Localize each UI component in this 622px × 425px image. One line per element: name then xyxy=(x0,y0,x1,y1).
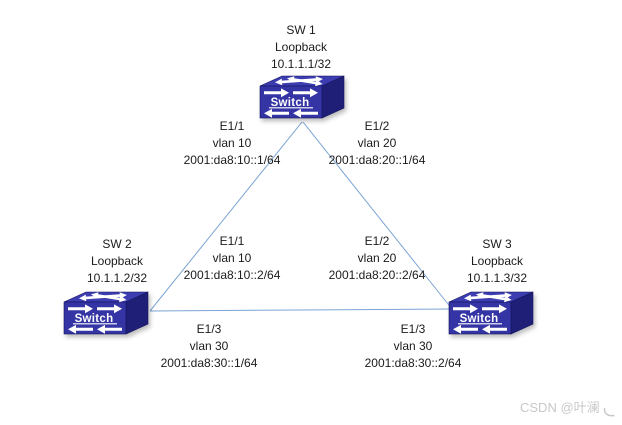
switch-icon-sw2: Switch xyxy=(63,290,149,335)
interface-ipv6: 2001:da8:30::1/64 xyxy=(160,356,258,370)
node-loopback-title: Loopback xyxy=(274,40,328,54)
interface-vlan: vlan 10 xyxy=(212,251,252,265)
interface-vlan: vlan 30 xyxy=(189,339,229,353)
switch-icon-label: Switch xyxy=(271,97,310,109)
interface-name: E1/2 xyxy=(364,119,390,133)
interface-name: E1/1 xyxy=(219,119,245,133)
switch-icon-sw1: Switch xyxy=(259,74,345,119)
node-label-sw1: SW 1 Loopback 10.1.1.1/32 xyxy=(271,22,331,73)
interface-vlan: vlan 30 xyxy=(393,339,433,353)
interface-ipv6: 2001:da8:30::2/64 xyxy=(364,356,462,370)
interface-ipv6: 2001:da8:10::2/64 xyxy=(183,268,281,282)
interface-label-sw3-e1-3: E1/3 vlan 30 2001:da8:30::2/64 xyxy=(365,321,462,372)
node-loopback-address: 10.1.1.2/32 xyxy=(86,271,148,285)
interface-ipv6: 2001:da8:10::1/64 xyxy=(183,153,281,167)
node-label-sw2: SW 2 Loopback 10.1.1.2/32 xyxy=(87,236,147,287)
watermark-hook-icon xyxy=(603,407,615,417)
switch-icon-label: Switch xyxy=(460,313,499,325)
interface-vlan: vlan 20 xyxy=(357,136,397,150)
node-name: SW 1 xyxy=(286,23,316,37)
node-loopback-address: 10.1.1.1/32 xyxy=(270,57,332,71)
interface-name: E1/3 xyxy=(400,322,426,336)
link-sw2-sw3 xyxy=(149,308,453,312)
watermark-text: CSDN @叶澜 xyxy=(520,400,600,415)
interface-name: E1/1 xyxy=(219,234,245,248)
interface-name: E1/2 xyxy=(364,234,390,248)
interface-vlan: vlan 10 xyxy=(212,136,252,150)
node-loopback-title: Loopback xyxy=(90,254,144,268)
interface-label-sw2-e1-3: E1/3 vlan 30 2001:da8:30::1/64 xyxy=(161,321,258,372)
interface-label-sw2-e1-1: E1/1 vlan 10 2001:da8:10::2/64 xyxy=(184,233,281,284)
interface-label-sw1-e1-2: E1/2 vlan 20 2001:da8:20::1/64 xyxy=(329,118,426,169)
interface-ipv6: 2001:da8:20::1/64 xyxy=(328,153,426,167)
interface-vlan: vlan 20 xyxy=(357,251,397,265)
watermark: CSDN @叶澜 xyxy=(520,401,616,420)
interface-ipv6: 2001:da8:20::2/64 xyxy=(328,268,426,282)
node-label-sw3: SW 3 Loopback 10.1.1.3/32 xyxy=(467,236,527,287)
interface-label-sw1-e1-1: E1/1 vlan 10 2001:da8:10::1/64 xyxy=(184,118,281,169)
node-name: SW 3 xyxy=(482,237,512,251)
interface-label-sw3-e1-2: E1/2 vlan 20 2001:da8:20::2/64 xyxy=(329,233,426,284)
node-name: SW 2 xyxy=(102,237,132,251)
node-loopback-title: Loopback xyxy=(470,254,524,268)
interface-name: E1/3 xyxy=(196,322,222,336)
node-loopback-address: 10.1.1.3/32 xyxy=(466,271,528,285)
switch-icon-label: Switch xyxy=(75,313,114,325)
link-sw1-sw2 xyxy=(149,121,303,312)
link-sw1-sw3 xyxy=(302,121,453,310)
switch-icon-sw3: Switch xyxy=(448,290,534,335)
